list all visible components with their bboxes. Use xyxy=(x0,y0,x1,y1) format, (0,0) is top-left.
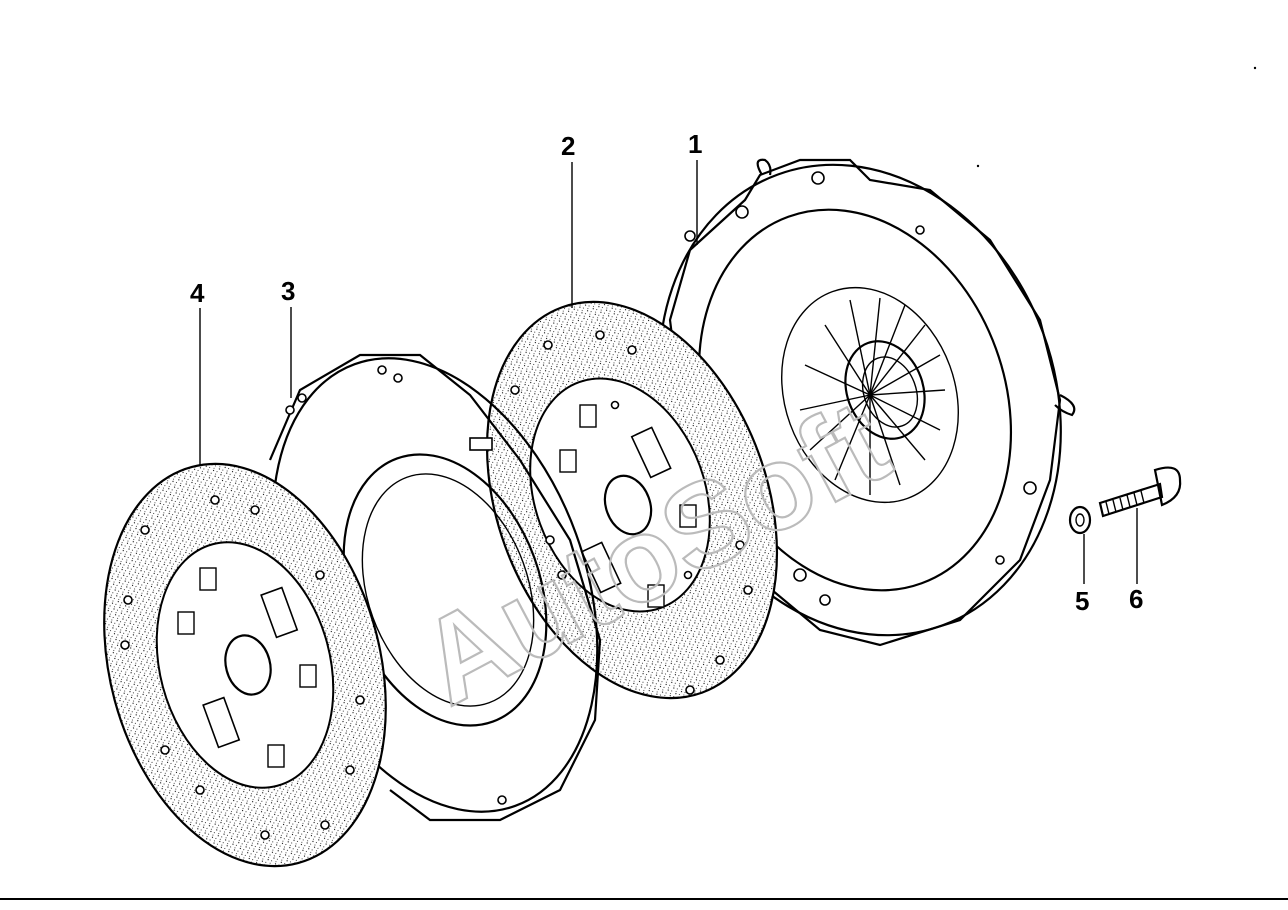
callout-4: 4 xyxy=(190,278,205,308)
front-disc-rivets xyxy=(120,495,365,840)
scan-dot xyxy=(1253,66,1257,70)
cover-mounting-holes xyxy=(684,171,1037,606)
bottom-rule xyxy=(0,898,1288,900)
callout-3: 3 xyxy=(281,276,295,306)
bolt xyxy=(1098,466,1182,518)
callout-6: 6 xyxy=(1129,584,1143,614)
intermediate-plate-holes xyxy=(285,365,567,805)
callout-1: 1 xyxy=(688,129,702,159)
rear-disc-rivets xyxy=(510,330,753,695)
washer xyxy=(1068,505,1092,535)
clutch-disc-front xyxy=(103,462,387,868)
clutch-disc-rear xyxy=(485,300,779,700)
callout-2: 2 xyxy=(561,131,575,161)
leader-lines xyxy=(199,160,1138,584)
callout-5: 5 xyxy=(1075,586,1089,616)
scan-dot xyxy=(976,164,980,168)
rear-disc-damper-springs xyxy=(559,404,697,608)
front-disc-damper-springs xyxy=(177,567,317,768)
